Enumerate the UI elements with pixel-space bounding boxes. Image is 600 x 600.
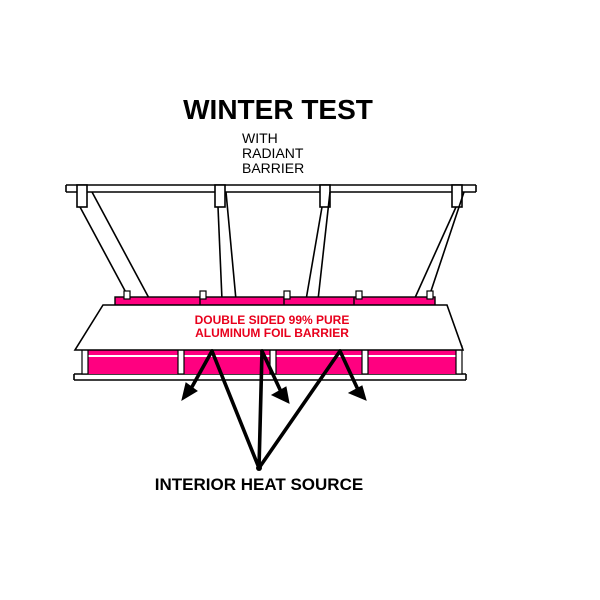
- diagram-title: WINTER TEST: [183, 94, 373, 125]
- heat-ray-left: [210, 349, 261, 470]
- barrier-label-line-1: DOUBLE SIDED 99% PURE: [195, 313, 350, 327]
- heat-rays: [186, 349, 362, 470]
- subtitle-line-3: BARRIER: [242, 160, 304, 176]
- heat-ray-middle-deflected: [260, 349, 285, 398]
- heat-ray-arrowheads: [181, 382, 367, 404]
- heat-ray-right: [257, 349, 342, 470]
- ceiling-joist: [73, 373, 467, 381]
- radiant-barrier-sheet: [73, 304, 465, 351]
- barrier-label-line-2: ALUMINUM FOIL BARRIER: [195, 326, 349, 340]
- arrowhead-right: [347, 385, 367, 401]
- heat-ray-middle: [257, 349, 264, 470]
- arrowhead-left: [181, 382, 198, 402]
- roof-structure: [65, 184, 477, 301]
- heat-source-point: [256, 465, 262, 471]
- arrowhead-middle: [270, 386, 290, 404]
- ceiling-insulation: [81, 345, 463, 375]
- subtitle-line-2: RADIANT: [242, 145, 304, 161]
- subtitle-line-1: WITH: [242, 130, 278, 146]
- heat-ray-right-deflected: [338, 349, 362, 396]
- heat-source-label: INTERIOR HEAT SOURCE: [155, 475, 363, 494]
